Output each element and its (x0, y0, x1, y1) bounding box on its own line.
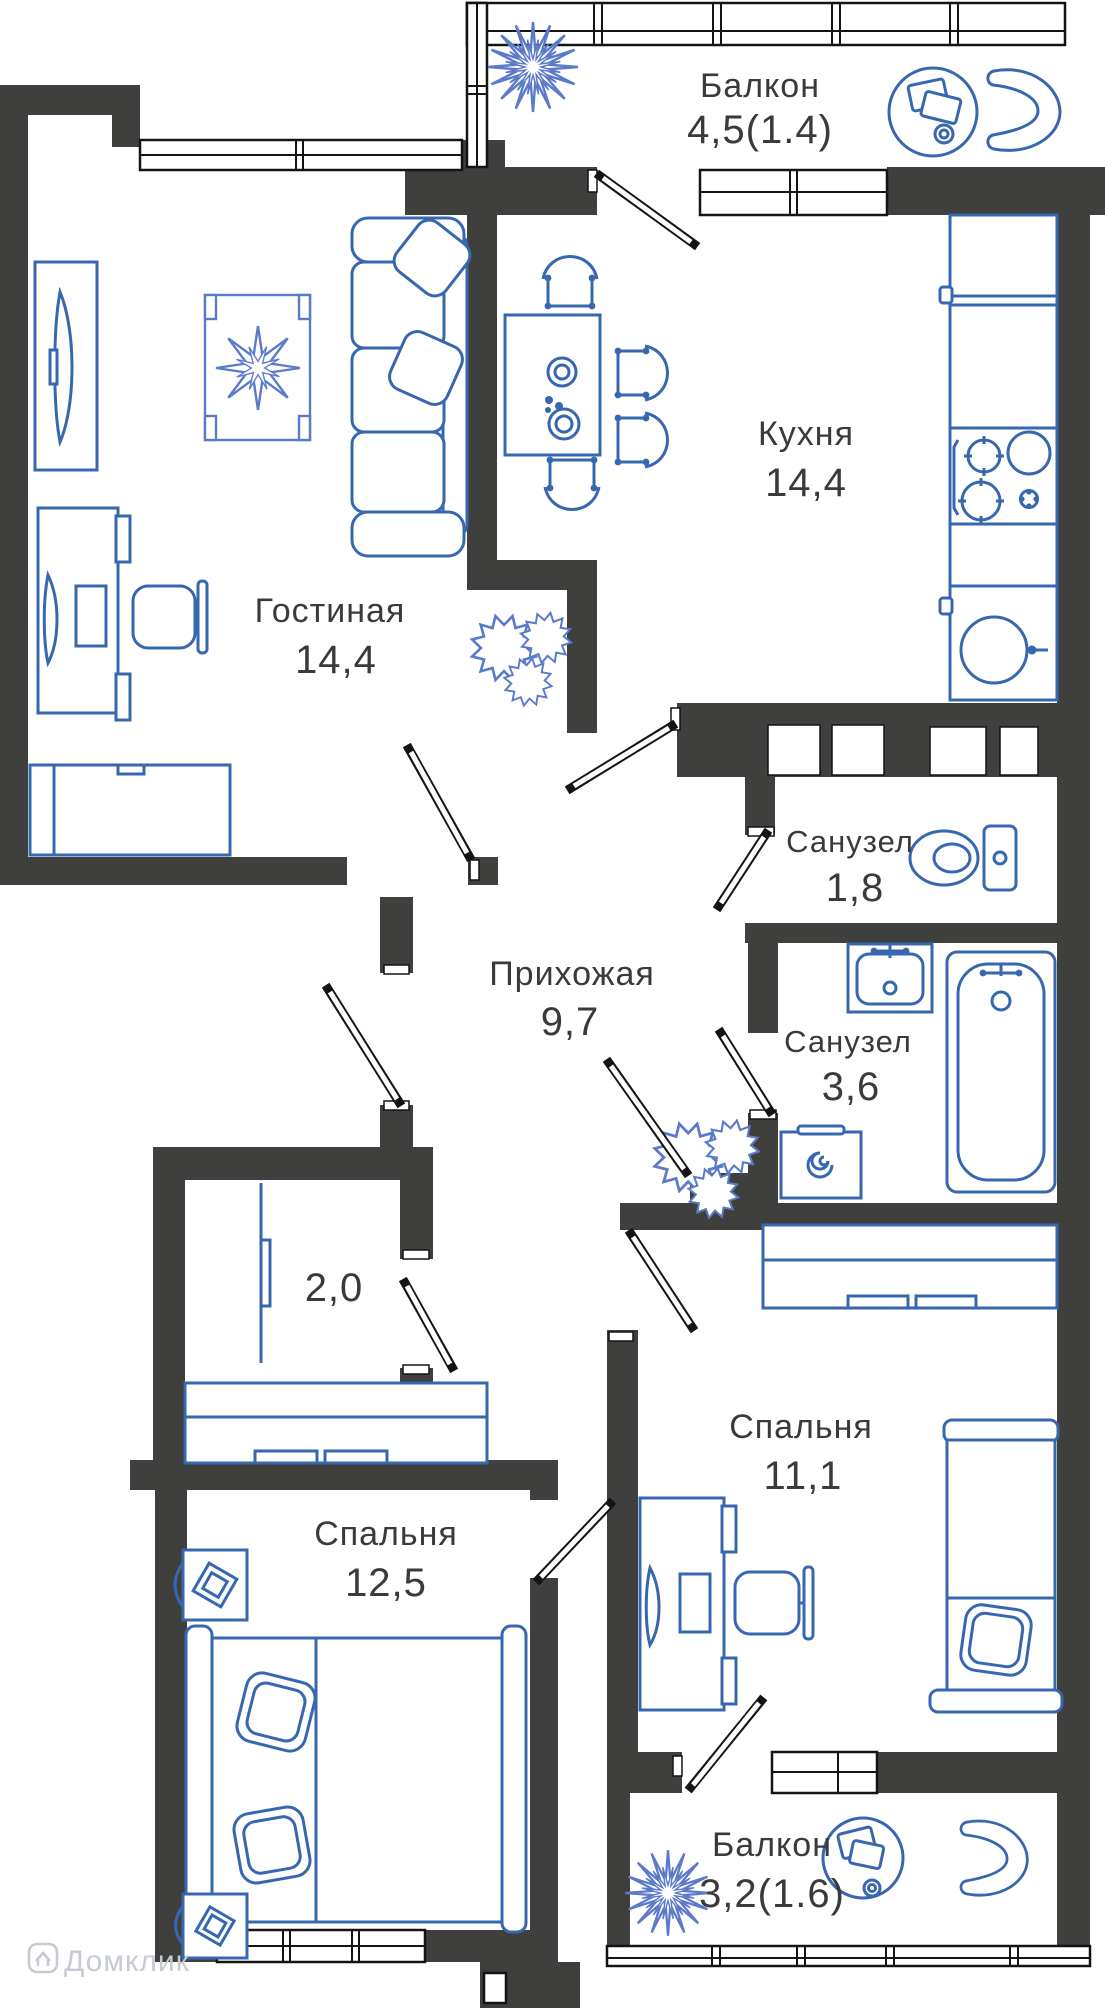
doors (321, 169, 777, 1794)
bathtub-icon (945, 950, 1057, 1194)
nightstand-lamp-icon (173, 1548, 249, 1622)
bathroom-big-door-icon (714, 1026, 777, 1118)
dining-chair-icon (613, 344, 669, 402)
closet-wardrobe-icon (259, 1183, 272, 1363)
kitchen-window-icon (698, 168, 889, 217)
dining-table-icon (503, 313, 602, 457)
balcony-door-icon (593, 169, 701, 251)
room-label: 4,5(1.4) (687, 108, 833, 152)
house-logo-icon (27, 1942, 59, 1974)
wardrobe-icon (183, 1381, 489, 1465)
dining-chair-icon (541, 255, 599, 311)
room-label: 14,4 (295, 638, 377, 682)
bathroom-small-door-icon (712, 827, 773, 913)
room-label: Санузел (786, 824, 914, 859)
storage-door-icon (321, 982, 406, 1109)
room-label: Балкон (712, 1826, 832, 1864)
armchair-icon (959, 1819, 1029, 1897)
room-label: Спальня (729, 1408, 873, 1446)
rug-star-icon (203, 293, 312, 442)
armchair-icon (986, 68, 1062, 152)
room-label: 14,4 (765, 461, 847, 505)
balcony-bottom-glazing-icon (605, 1944, 1092, 1968)
room-label: Кухня (758, 415, 854, 453)
entrance-door-icon (602, 1056, 693, 1179)
office-chair-icon (131, 579, 209, 655)
room-label: 11,1 (764, 1454, 843, 1498)
room-label: Прихожая (489, 955, 655, 993)
plant-icon (488, 22, 578, 112)
sofa-icon (350, 216, 472, 558)
toilet-icon (908, 824, 1018, 892)
room-label: 12,5 (345, 1561, 427, 1605)
single-bed-icon (928, 1418, 1064, 1714)
plant-icon (625, 1850, 711, 1936)
svg-text:Домклик: Домклик (64, 1945, 190, 1978)
bedroom-1-door-icon (532, 1497, 617, 1586)
fridge-icon (938, 213, 1059, 307)
kitchen-sink-icon (938, 584, 1059, 702)
bathroom-sink-icon (846, 942, 934, 1014)
plant-icon (464, 605, 579, 715)
room-label: 2,0 (305, 1266, 364, 1310)
stove-icon (948, 426, 1059, 526)
room-label: 9,7 (541, 1000, 600, 1044)
nightstand-lamp-icon (174, 1892, 249, 1960)
room-label: Балкон (700, 67, 820, 105)
room-label: Санузел (784, 1024, 912, 1059)
bedroom-2-window-icon (770, 1750, 879, 1795)
round-table-icon (887, 66, 979, 158)
room-label: Гостиная (255, 592, 406, 630)
domclick-watermark: Домклик (27, 1942, 190, 1978)
room-label: 3,6 (822, 1065, 881, 1109)
kitchen-door-icon (564, 719, 679, 795)
bedroom-2-door-icon (624, 1227, 699, 1334)
desk-icon (638, 1496, 738, 1712)
balcony-top-glazing-icon (465, 1, 1067, 169)
room-label: Спальня (314, 1515, 458, 1553)
office-chair-icon (733, 1565, 815, 1641)
living-room-window-icon (138, 138, 464, 172)
room-label: 3,2(1.6) (699, 1872, 845, 1916)
wardrobe-icon (761, 1223, 1059, 1310)
living-room-door-icon (402, 742, 476, 863)
desk-icon (36, 506, 132, 722)
windows (138, 1, 1092, 2005)
room-label: 1,8 (826, 866, 885, 910)
round-table-icon (821, 1816, 905, 1900)
tv-icon (33, 260, 99, 472)
dining-chair-icon (613, 411, 669, 469)
bedroom-1-window-icon (215, 1928, 508, 2005)
double-bed-icon (184, 1624, 528, 1934)
washing-machine-icon (779, 1124, 863, 1200)
dining-chair-icon (543, 455, 601, 511)
walls (0, 85, 1105, 2008)
balcony-bottom-door-icon (684, 1694, 768, 1794)
closet-door-icon (398, 1276, 459, 1374)
cabinet-icon (28, 763, 232, 857)
room-labels: Балкон 4,5(1.4) Кухня 14,4 Гостиная 14,4… (255, 67, 914, 1916)
